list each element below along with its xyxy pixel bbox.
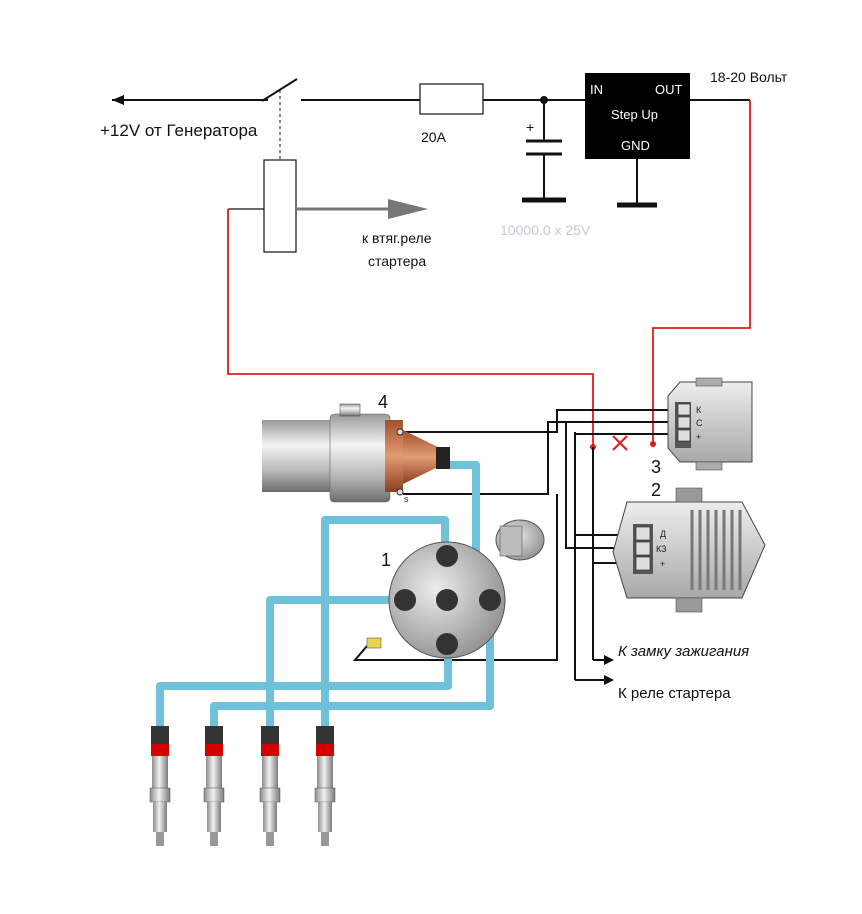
fuse-icon — [419, 83, 484, 115]
black-wires — [352, 409, 680, 681]
to-starter-relay-label: К реле стартера — [618, 685, 731, 702]
capacitor-label: 10000.0 х 25V — [500, 222, 591, 238]
step-up-out: OUT — [655, 82, 683, 97]
commutator-number: 3 — [651, 457, 661, 477]
hv-wires — [156, 461, 494, 728]
spark-plug — [259, 726, 281, 846]
cut-mark-icon — [612, 435, 628, 451]
generator-label: +12V от Генератора — [100, 121, 258, 140]
output-voltage-label: 18-20 Вольт — [710, 69, 788, 85]
coil-s-label: s — [404, 494, 409, 504]
ignition-coil — [262, 403, 450, 503]
voltage-regulator — [612, 487, 766, 613]
step-up-gnd: GND — [621, 138, 650, 153]
arrow-to-starter-icon — [388, 199, 428, 219]
regulator-kz: КЗ — [656, 544, 667, 554]
starter-relay-label-1: к втяг.реле — [362, 230, 432, 246]
starter-relay — [228, 90, 428, 253]
starter-relay-label-2: стартера — [368, 253, 426, 269]
commutator-k: К — [696, 405, 702, 415]
commutator-plus: + — [696, 432, 701, 442]
spark-plug — [314, 726, 336, 846]
regulator-d: Д — [660, 529, 666, 539]
capacitor-plus: + — [526, 119, 534, 135]
step-up-title: Step Up — [611, 107, 658, 122]
coil-number: 4 — [378, 392, 388, 412]
step-up-module: IN OUT Step Up GND — [585, 73, 690, 208]
commutator-module — [667, 377, 753, 471]
regulator-plus: + — [660, 559, 665, 569]
capacitor-icon — [522, 100, 566, 203]
fuse-label: 20A — [421, 129, 447, 145]
to-ignition-label: К замку зажигания — [618, 643, 749, 660]
distributor-number: 1 — [381, 550, 391, 570]
commutator-c: С — [696, 418, 703, 428]
supply-line — [112, 78, 585, 105]
regulator-number: 2 — [651, 480, 661, 500]
step-up-in: IN — [590, 82, 603, 97]
distributor — [366, 519, 545, 659]
spark-plug — [149, 726, 171, 846]
spark-plug — [203, 726, 225, 846]
